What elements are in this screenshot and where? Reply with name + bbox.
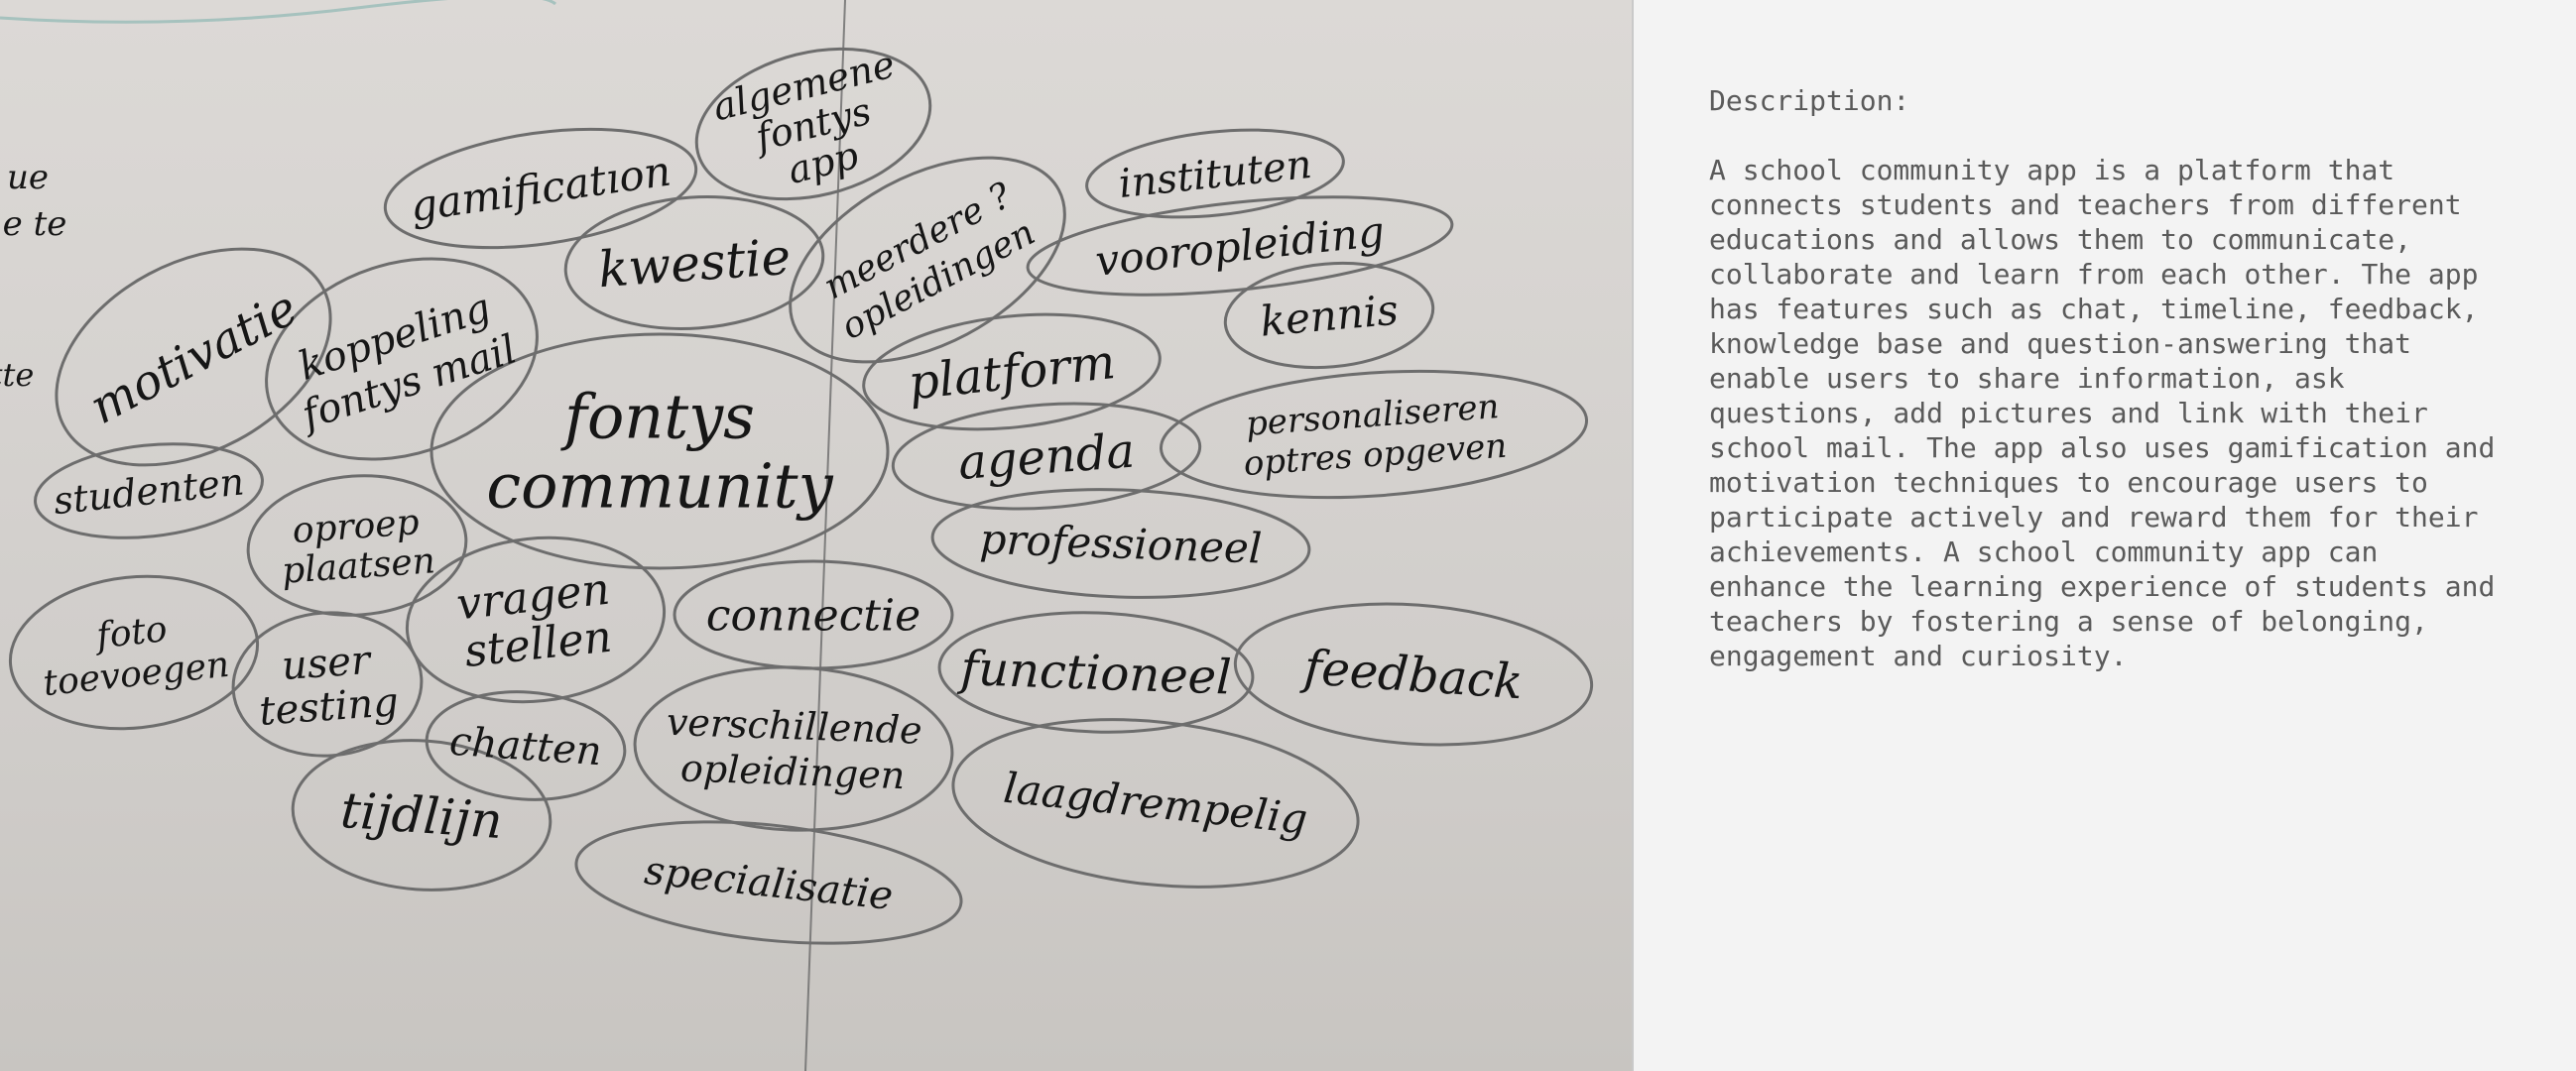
note-usertesting-line: testing — [258, 679, 400, 735]
note-platform-line: platform — [906, 334, 1118, 412]
note-edge-te-line: e te — [3, 204, 67, 244]
bubble-motivatie — [55, 247, 332, 467]
note-koppeling: koppelingfontys mail — [279, 282, 522, 440]
bubble-functioneel — [937, 611, 1255, 734]
note-oproep: oproepplaatsen — [278, 501, 436, 592]
note-specialisatie: specialisatie — [643, 848, 896, 919]
note-edge-ue: ue — [7, 158, 49, 197]
description-text: A school community app is a platform tha… — [1709, 154, 2496, 672]
note-algemene: algemenefontysapp — [708, 42, 919, 206]
note-agenda-line: agenda — [956, 423, 1136, 491]
bubble-chatten — [425, 690, 627, 801]
note-studenten: studenten — [52, 459, 246, 523]
bubble-usertesting — [231, 611, 424, 758]
note-verschillende-line: verschillende — [666, 700, 922, 753]
bubble-platform — [862, 312, 1162, 431]
note-verschillende-line: opleidingen — [679, 746, 906, 797]
note-kennis-line: kennis — [1258, 286, 1400, 346]
note-gamification: gamificatıon — [408, 147, 675, 231]
note-functioneel-line: functioneel — [957, 641, 1233, 706]
note-tijdlijn-line: tijdlijn — [339, 781, 505, 850]
note-meerdere: meerdere ?opleidingen — [814, 174, 1042, 348]
bubble-algemene — [694, 47, 932, 201]
bubble-personaliseren — [1159, 369, 1589, 500]
note-connectie-line: connectie — [706, 590, 920, 641]
note-edge-tte-line: tte — [0, 356, 34, 394]
note-vragen: vragenstellen — [454, 564, 617, 678]
note-personaliseren: personaliserenoptres opgeven — [1240, 387, 1509, 484]
description-panel: Description: A school community app is a… — [1632, 0, 2576, 1071]
bubble-oproep — [246, 474, 468, 617]
bubble-verschillende — [633, 665, 954, 832]
description-heading: Description: — [1709, 84, 1910, 117]
note-agenda: agenda — [956, 423, 1136, 491]
note-center-line: community — [486, 450, 833, 523]
note-chatten: chatten — [448, 719, 603, 775]
note-laagdrempelig: laagdrempelig — [1001, 764, 1309, 844]
note-usertesting-line: user — [280, 638, 374, 689]
bubble-gamification — [383, 127, 698, 250]
bubble-laagdrempelig — [951, 718, 1360, 889]
bubble-kwestie — [563, 195, 825, 330]
note-gamification-line: gamificatıon — [408, 147, 675, 231]
note-verschillende: verschillendeopleidingen — [665, 700, 923, 798]
bubble-vragen — [405, 536, 667, 704]
note-foto-line: foto — [91, 609, 169, 657]
bubble-kennis — [1223, 261, 1435, 370]
bubble-studenten — [34, 442, 264, 539]
bubble-meerdere — [789, 156, 1066, 364]
note-oproep-line: oproep — [291, 502, 421, 551]
note-kwestie-line: kwestie — [596, 228, 793, 298]
note-kennis: kennis — [1258, 286, 1400, 346]
note-feedback: feedback — [1299, 640, 1525, 710]
bubble-professioneel — [930, 488, 1311, 599]
note-edge-ue-line: ue — [7, 158, 49, 197]
note-specialisatie-line: specialisatie — [643, 848, 896, 919]
note-edge-tte: tte — [0, 356, 34, 394]
note-laagdrempelig-line: laagdrempelig — [1001, 764, 1309, 844]
note-professioneel: professioneel — [979, 515, 1263, 573]
bubble-specialisatie — [574, 820, 963, 945]
note-kwestie: kwestie — [596, 228, 793, 298]
note-foto-line: toevoegen — [42, 645, 232, 704]
note-center-line: fontys — [560, 381, 755, 453]
bubble-koppeling — [265, 257, 539, 461]
bubble-center — [429, 332, 890, 570]
bubble-feedback — [1233, 602, 1594, 747]
bubble-tijdlijn — [291, 739, 552, 892]
note-usertesting: usertesting — [255, 636, 400, 735]
bubble-instituten — [1085, 128, 1345, 219]
note-foto: fototoevoegen — [37, 603, 231, 704]
note-connectie: connectie — [706, 590, 920, 641]
note-chatten-line: chatten — [448, 719, 603, 775]
note-studenten-line: studenten — [52, 459, 246, 523]
note-platform: platform — [906, 334, 1118, 412]
note-edge-te: e te — [3, 204, 67, 244]
bubble-agenda — [891, 402, 1202, 511]
note-professioneel-line: professioneel — [979, 515, 1263, 573]
note-feedback-line: feedback — [1299, 640, 1525, 710]
note-functioneel: functioneel — [957, 641, 1233, 706]
note-tijdlijn: tijdlijn — [339, 781, 505, 850]
